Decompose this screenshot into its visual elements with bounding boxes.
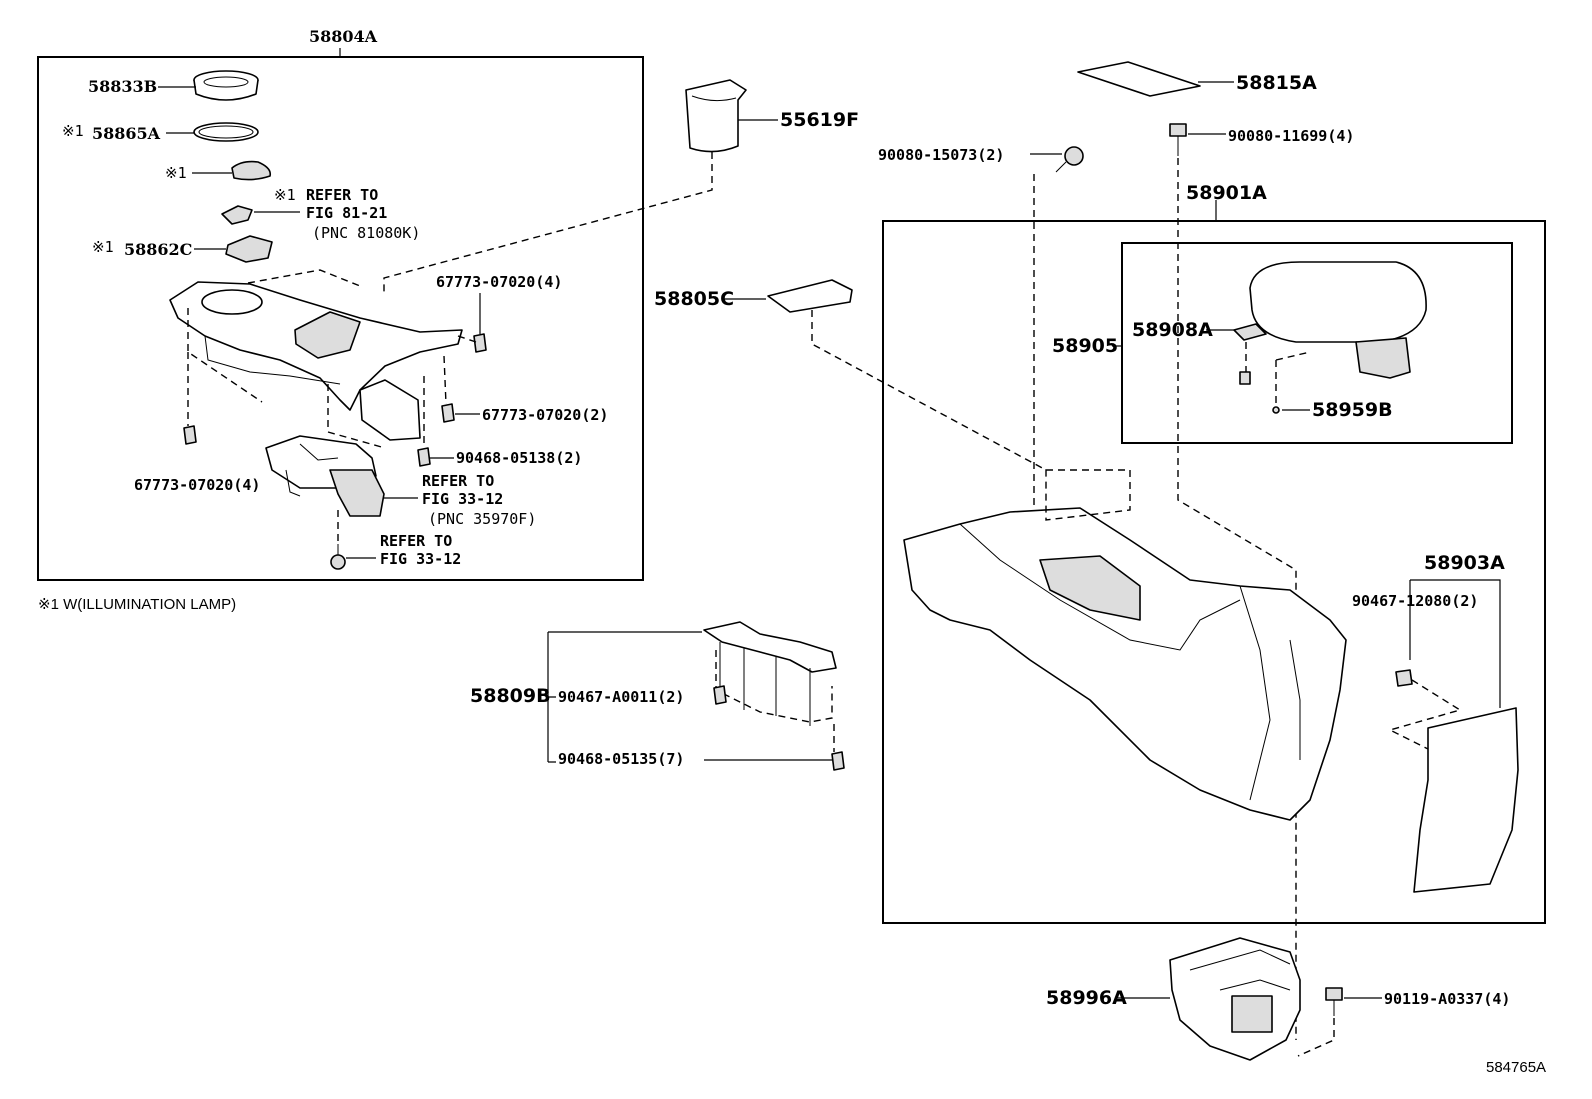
part-screw-shift[interactable]	[330, 544, 346, 570]
mark-58862C: ※1	[92, 238, 114, 256]
label-clip-67773-left[interactable]: 67773-07020(4)	[134, 476, 260, 494]
mark-58865A: ※1	[62, 122, 84, 140]
part-clip-67773-mid[interactable]	[441, 403, 455, 423]
part-screw-90468-05138[interactable]	[417, 447, 431, 467]
label-58865A[interactable]: 58865A	[92, 124, 161, 143]
part-clip-90467-12080[interactable]	[1395, 669, 1413, 687]
part-clip-67773-top[interactable]	[473, 333, 487, 353]
group-58905-frame	[1121, 242, 1513, 444]
group-58809B: 58809B 90467-A0011(2) 90468-05135(7)	[470, 621, 845, 771]
part-console-box[interactable]	[903, 507, 1347, 821]
group-58901A-frame	[882, 220, 1546, 924]
label-clip-90467-A0011[interactable]: 90467-A0011(2)	[558, 688, 684, 706]
group-58901A: 58901A 58905 58908A 58959B	[882, 182, 1546, 924]
part-armrest-lid[interactable]	[1249, 261, 1427, 379]
part-58959B[interactable]	[1272, 406, 1280, 414]
refer-33-12-a-line2: FIG 33-12	[422, 490, 503, 508]
label-clip-67773-mid[interactable]: 67773-07020(2)	[482, 406, 608, 424]
refer-81-21-line2: FIG 81-21	[306, 204, 387, 222]
part-bolt-90119-A0337[interactable]	[1325, 987, 1343, 1016]
refer-81-21-line3: (PNC 81080K)	[312, 224, 420, 242]
label-clip-67773-top[interactable]: 67773-07020(4)	[436, 273, 562, 291]
label-58815A[interactable]: 58815A	[1236, 72, 1317, 94]
group-58804A: 58804A 58833B ※1 58865A ※1 ※1 REFER TO F…	[37, 27, 644, 581]
part-58815A[interactable]	[1077, 61, 1201, 97]
label-58908A[interactable]: 58908A	[1132, 319, 1213, 341]
label-58809B[interactable]: 58809B	[470, 685, 551, 707]
part-clip-90467-A0011[interactable]	[713, 685, 727, 705]
part-58865A[interactable]	[193, 122, 259, 142]
part-58862C[interactable]	[225, 235, 273, 263]
illustration-code: 584765A	[1486, 1059, 1546, 1076]
label-58905[interactable]: 58905	[1052, 335, 1118, 357]
label-58862C[interactable]: 58862C	[124, 240, 192, 259]
refer-33-12-a-line1: REFER TO	[422, 472, 494, 490]
part-58833B[interactable]	[193, 70, 259, 101]
part-bolt-90080-15073[interactable]	[1055, 146, 1084, 173]
label-58901A[interactable]: 58901A	[1186, 182, 1267, 204]
label-55619F[interactable]: 55619F	[780, 109, 859, 131]
mark-refer: ※1	[274, 186, 296, 204]
label-58805C[interactable]: 58805C	[654, 288, 734, 310]
label-bolt-90080-15073[interactable]: 90080-15073(2)	[878, 146, 1004, 164]
part-58903A[interactable]	[1413, 707, 1519, 893]
label-bolt-90080-11699[interactable]: 90080-11699(4)	[1228, 127, 1354, 145]
part-58809B-bracket[interactable]	[703, 621, 837, 726]
part-58996A[interactable]	[1169, 937, 1301, 1061]
part-clip-67773-left[interactable]	[183, 425, 197, 445]
part-shift-housing[interactable]	[265, 435, 385, 517]
label-58833B[interactable]: 58833B	[88, 77, 157, 96]
refer-33-12-b-line1: REFER TO	[380, 532, 452, 550]
mark-lamp: ※1	[165, 164, 187, 182]
refer-33-12-b-line2: FIG 33-12	[380, 550, 461, 568]
group-58804A-label[interactable]: 58804A	[309, 27, 378, 46]
refer-81-21-line1: REFER TO	[306, 186, 378, 204]
part-55619F[interactable]	[685, 79, 747, 153]
label-58996A[interactable]: 58996A	[1046, 987, 1127, 1009]
refer-33-12-a-line3: (PNC 35970F)	[428, 510, 536, 528]
part-bolt-90080-11699[interactable]	[1169, 123, 1187, 156]
part-clip-90468-05135[interactable]	[831, 751, 845, 771]
footnote: ※1 W(ILLUMINATION LAMP)	[38, 596, 236, 613]
part-lamp[interactable]	[231, 160, 272, 181]
label-clip-90468-05135[interactable]: 90468-05135(7)	[558, 750, 684, 768]
part-58908A[interactable]	[1233, 323, 1267, 385]
label-bolt-90119-A0337[interactable]: 90119-A0337(4)	[1384, 990, 1510, 1008]
label-screw-90468-05138[interactable]: 90468-05138(2)	[456, 449, 582, 467]
label-clip-90467-12080[interactable]: 90467-12080(2)	[1352, 592, 1478, 610]
label-58959B[interactable]: 58959B	[1312, 399, 1393, 421]
part-upper-console-panel[interactable]	[169, 281, 463, 441]
part-58805C[interactable]	[767, 279, 853, 313]
label-58903A[interactable]: 58903A	[1424, 552, 1505, 574]
part-refer-81080K[interactable]	[221, 205, 253, 225]
